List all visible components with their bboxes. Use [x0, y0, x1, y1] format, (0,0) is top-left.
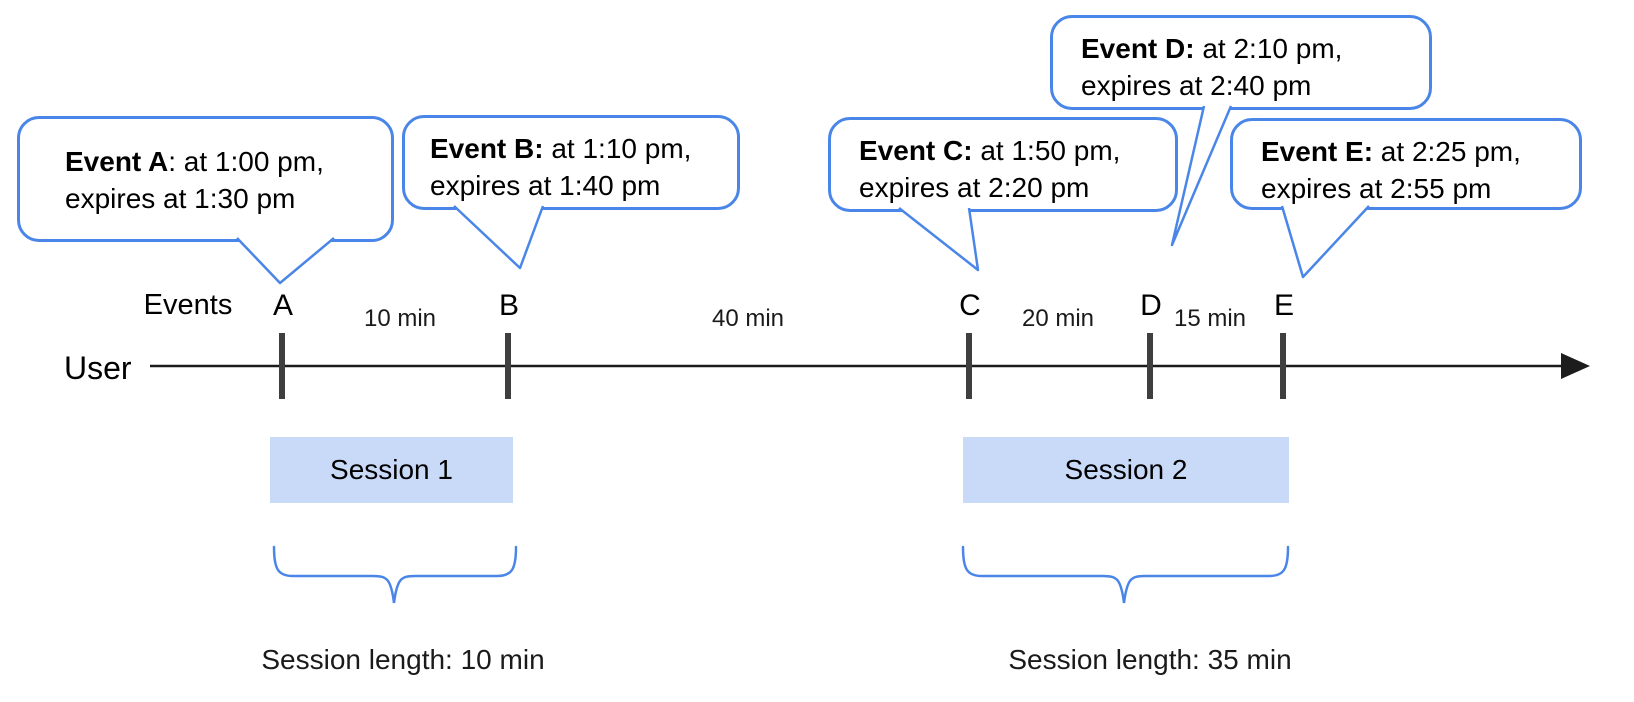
- event-c-bubble-tail: [898, 207, 980, 272]
- timeline-arrowhead-icon: [1561, 353, 1590, 379]
- event-d-time: at 2:10 pm,: [1194, 33, 1343, 64]
- event-a-bubble-tail: [236, 237, 335, 285]
- event-d-line1: Event D: at 2:10 pm,: [1081, 30, 1421, 67]
- session-2-label: Session 2: [1064, 454, 1188, 485]
- event-e-bubble-tail: [1280, 205, 1370, 279]
- tick-e: [1280, 333, 1286, 399]
- session-2-box: Session 2: [963, 437, 1289, 503]
- session-1-label: Session 1: [330, 454, 453, 485]
- event-b-bubble-tail: [453, 205, 545, 270]
- event-a-line2: expires at 1:30 pm: [65, 183, 296, 214]
- event-a-time: : at 1:00 pm,: [168, 146, 324, 177]
- event-c-line2: expires at 2:20 pm: [859, 172, 1090, 203]
- event-e-bubble: Event E: at 2:25 pm, expires at 2:55 pm: [1230, 118, 1582, 210]
- tick-b: [505, 333, 511, 399]
- session-2-length-label: Session length: 35 min: [1008, 644, 1292, 675]
- user-label: User: [64, 350, 132, 386]
- session-2-brace: [961, 545, 1290, 604]
- interval-c-d-label: 20 min: [1021, 305, 1095, 332]
- event-d-title: Event D:: [1081, 33, 1195, 64]
- tick-label-b: B: [498, 289, 520, 322]
- event-d-bubble-tail: [1170, 105, 1233, 247]
- event-c-title: Event C:: [859, 135, 973, 166]
- event-b-line2: expires at 1:40 pm: [430, 170, 661, 201]
- interval-b-c-label: 40 min: [711, 305, 785, 332]
- event-c-time: at 1:50 pm,: [972, 135, 1121, 166]
- event-e-time: at 2:25 pm,: [1373, 136, 1521, 167]
- event-a-line1: Event A: at 1:00 pm,: [65, 143, 381, 180]
- event-c-bubble: Event C: at 1:50 pm, expires at 2:20 pm: [828, 117, 1178, 212]
- event-b-line1: Event B: at 1:10 pm,: [430, 130, 729, 167]
- tick-label-a: A: [272, 289, 294, 322]
- event-c-line1: Event C: at 1:50 pm,: [859, 132, 1167, 169]
- tick-label-c: C: [959, 289, 981, 322]
- event-a-title: Event A: [65, 146, 169, 177]
- event-d-bubble: Event D: at 2:10 pm, expires at 2:40 pm: [1050, 15, 1432, 110]
- event-a-bubble: Event A: at 1:00 pm, expires at 1:30 pm: [17, 116, 394, 242]
- session-1-length-label: Session length: 10 min: [261, 644, 545, 675]
- event-e-line1: Event E: at 2:25 pm,: [1261, 133, 1571, 170]
- tick-d: [1147, 333, 1153, 399]
- interval-a-b-label: 10 min: [363, 305, 437, 332]
- session-1-brace: [272, 545, 518, 604]
- tick-label-e: E: [1273, 289, 1295, 322]
- events-label: Events: [143, 289, 233, 321]
- session-1-box: Session 1: [270, 437, 513, 503]
- event-d-line2: expires at 2:40 pm: [1081, 70, 1312, 101]
- event-b-title: Event B:: [430, 133, 544, 164]
- event-b-time: at 1:10 pm,: [543, 133, 692, 164]
- tick-label-d: D: [1140, 289, 1162, 322]
- event-e-line2: expires at 2:55 pm: [1261, 173, 1492, 204]
- interval-d-e-label: 15 min: [1173, 305, 1247, 332]
- event-b-bubble: Event B: at 1:10 pm, expires at 1:40 pm: [402, 115, 740, 210]
- event-e-title: Event E:: [1261, 136, 1374, 167]
- tick-a: [279, 333, 285, 399]
- tick-c: [966, 333, 972, 399]
